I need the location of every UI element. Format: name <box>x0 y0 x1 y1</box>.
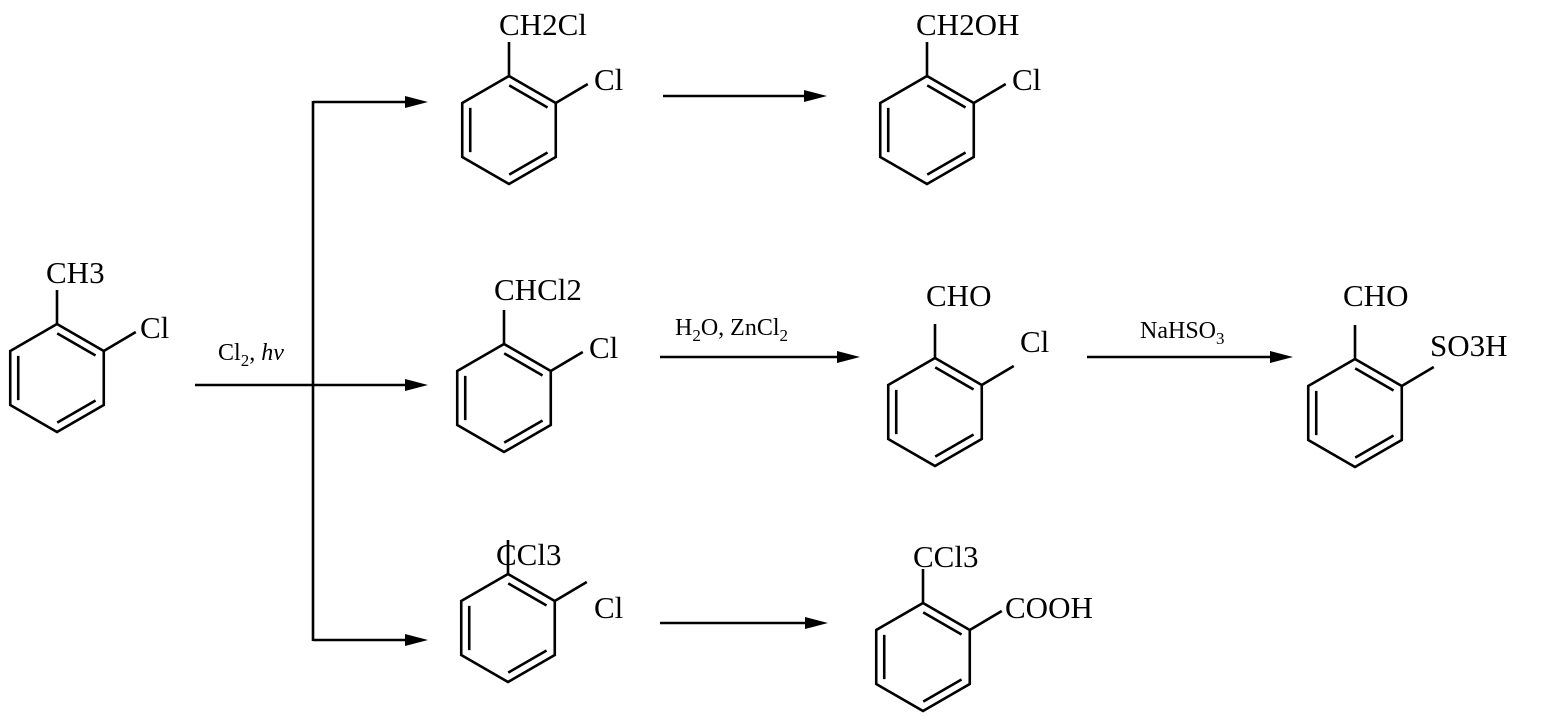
double-bond-line <box>508 84 549 109</box>
side-substituent-label: Cl <box>140 310 169 345</box>
arrowhead <box>405 634 428 646</box>
arrowhead <box>804 90 827 102</box>
benzene-ring <box>459 572 557 684</box>
benzene-ring <box>1306 357 1404 469</box>
top-substituent-label: CCl3 <box>913 539 978 574</box>
substituent-bond <box>973 82 1007 105</box>
substituent-bond <box>103 330 137 353</box>
molecule <box>878 42 1007 186</box>
double-bond-line <box>56 399 97 424</box>
top-substituent-label: CHO <box>1343 278 1408 313</box>
substituent-bond <box>1401 365 1435 388</box>
substituent-bond <box>981 364 1015 387</box>
condition-sulfonation: NaHSO3 <box>1140 318 1225 348</box>
substituent-bond <box>969 609 1003 632</box>
double-bond-line <box>922 611 963 636</box>
substituent-labels: CH3 Cl CH2Cl Cl CHCl2 Cl CCl3 Cl CH2OH C… <box>46 7 1508 625</box>
molecule <box>1306 325 1435 469</box>
double-bond-line <box>507 649 548 674</box>
double-bond-line <box>503 419 544 444</box>
side-substituent-label: COOH <box>1005 590 1093 625</box>
double-bond-line <box>934 366 975 391</box>
condition-chlorination: Cl2, hv <box>218 340 284 370</box>
top-substituent-label: CH3 <box>46 255 105 290</box>
top-substituent-label: CCl3 <box>496 537 561 572</box>
molecules <box>8 42 1435 713</box>
benzene-ring <box>886 356 984 468</box>
side-substituent-label: Cl <box>594 62 623 97</box>
double-bond-line <box>922 678 963 703</box>
substituent-bond <box>554 580 588 603</box>
arrowhead <box>805 617 828 629</box>
top-substituent-label: CHO <box>926 278 991 313</box>
molecule <box>455 310 584 454</box>
molecule <box>459 540 588 684</box>
molecule <box>886 324 1015 468</box>
substituent-bond <box>550 350 584 373</box>
arrowhead <box>1270 351 1293 363</box>
top-substituent-label: CHCl2 <box>494 272 582 307</box>
arrowhead <box>837 351 860 363</box>
benzene-ring <box>874 601 972 713</box>
arrowhead <box>405 379 428 391</box>
molecule <box>8 290 137 434</box>
arrowhead <box>405 96 428 108</box>
double-bond-line <box>1354 434 1395 459</box>
double-bond-line <box>1354 367 1395 392</box>
top-substituent-label: CH2Cl <box>499 7 587 42</box>
top-substituent-label: CH2OH <box>916 7 1019 42</box>
double-bond-line <box>507 582 548 607</box>
molecule <box>460 42 589 186</box>
double-bond-line <box>56 332 97 357</box>
side-substituent-label: Cl <box>594 590 623 625</box>
double-bond-line <box>926 84 967 109</box>
molecule <box>874 569 1003 713</box>
condition-hydrolysis: H2O, ZnCl2 <box>675 315 788 345</box>
double-bond-line <box>926 151 967 176</box>
side-substituent-label: Cl <box>1012 62 1041 97</box>
double-bond-line <box>503 352 544 377</box>
benzene-ring <box>460 74 558 186</box>
side-substituent-label: SO3H <box>1430 328 1508 363</box>
benzene-ring <box>455 342 553 454</box>
benzene-ring <box>878 74 976 186</box>
double-bond-line <box>508 151 549 176</box>
benzene-ring <box>8 322 106 434</box>
substituent-bond <box>555 82 589 105</box>
reaction-arrows <box>195 90 1293 646</box>
double-bond-line <box>934 433 975 458</box>
side-substituent-label: Cl <box>589 330 618 365</box>
side-substituent-label: Cl <box>1020 324 1049 359</box>
